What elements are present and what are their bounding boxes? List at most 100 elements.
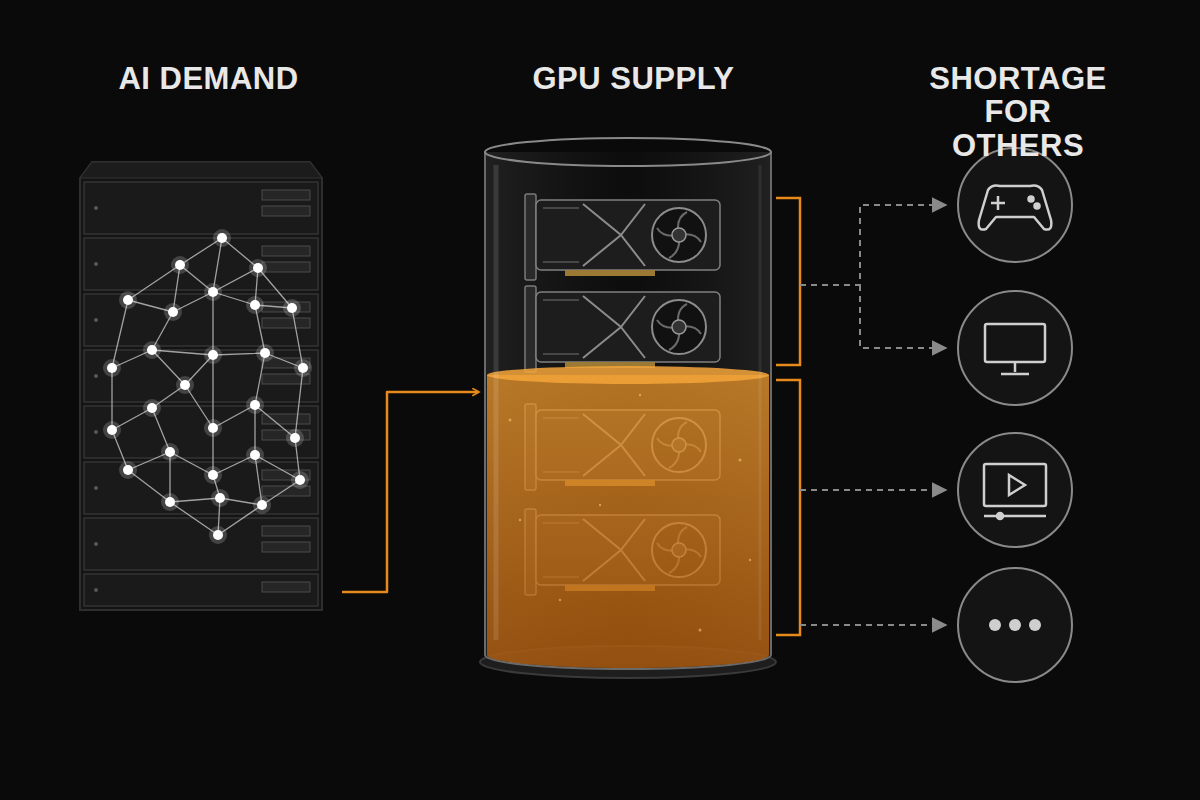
server-rack-illustration: [262, 414, 310, 424]
gpu-cylinder-illustration: [509, 394, 752, 632]
gpu-cylinder-illustration: [480, 138, 776, 678]
gpu-cylinder-illustration: [487, 375, 769, 668]
server-rack-illustration: [94, 318, 98, 322]
dashed-arrow: [860, 285, 946, 348]
video-icon: [1009, 475, 1025, 495]
server-rack-illustration: [112, 238, 303, 535]
dashed-arrow: [800, 489, 946, 491]
icon-circle: [958, 433, 1072, 547]
server-rack-illustration: [143, 399, 161, 417]
server-rack-illustration: [164, 303, 182, 321]
bracket: [776, 198, 800, 635]
gamepad-icon: [1029, 197, 1034, 202]
icon-circle: [958, 148, 1072, 682]
more-icon: [1009, 619, 1021, 631]
server-rack-illustration: [84, 182, 318, 606]
server-rack-illustration: [208, 350, 218, 360]
icon-circle: [958, 568, 1072, 682]
server-rack-illustration: [262, 526, 310, 536]
column-heading: GPU SUPPLY: [480, 62, 787, 95]
server-rack-illustration: [168, 307, 178, 317]
server-rack-illustration: [286, 429, 304, 447]
server-rack-illustration: [94, 588, 98, 592]
gamepad-icon: [991, 196, 1005, 210]
server-rack-illustration: [80, 162, 322, 610]
server-rack-illustration: [165, 447, 175, 457]
gpu-cylinder-illustration: [485, 138, 771, 166]
gpu-cylinder-illustration: [639, 394, 641, 396]
server-rack-illustration: [262, 206, 310, 216]
server-rack-illustration: [262, 190, 310, 200]
gamepad-icon: [979, 186, 1052, 230]
gpu-cylinder-illustration: [739, 459, 742, 462]
server-rack-illustration: [94, 430, 98, 434]
server-rack-illustration: [217, 233, 227, 243]
server-rack-illustration: [204, 419, 222, 437]
server-rack-illustration: [84, 518, 318, 570]
server-rack-illustration: [249, 259, 267, 277]
gpu-cylinder-illustration: [509, 419, 512, 422]
server-rack-illustration: [295, 475, 305, 485]
monitor-icon: [985, 324, 1045, 362]
gpu-cylinder-illustration: [599, 504, 601, 506]
more-icon: [989, 619, 1001, 631]
gpu-cylinder-illustration: [485, 152, 771, 669]
server-rack-illustration: [171, 256, 189, 274]
gpu-cylinder-illustration: [559, 599, 561, 601]
server-rack-illustration: [209, 526, 227, 544]
server-rack-illustration: [84, 182, 318, 234]
gpu-card: [525, 286, 720, 372]
server-rack-illustration: [260, 348, 270, 358]
gpu-cylinder-illustration: [494, 165, 499, 640]
server-rack-illustration: [103, 421, 121, 439]
gpu-cylinder: GPU SUPPLY: [480, 62, 787, 672]
server-rack-illustration: [213, 530, 223, 540]
server-rack-illustration: [253, 496, 271, 514]
server-rack-illustration: [123, 465, 133, 475]
server-rack-illustration: [262, 246, 310, 256]
dashed-arrow: [800, 205, 946, 285]
server-rack-illustration: [283, 299, 301, 317]
server-rack-illustration: [262, 582, 310, 592]
server-rack-illustration: [84, 406, 318, 458]
server-rack-illustration: [165, 497, 175, 507]
server-rack-illustration: [143, 341, 161, 359]
more-icon: [1029, 619, 1041, 631]
video-icon: [984, 464, 1046, 506]
gpu-cylinder-illustration: [759, 165, 762, 640]
gpu-card: [525, 194, 720, 280]
flow-arrow: [342, 392, 479, 592]
server-rack: AI DEMAND: [75, 62, 342, 617]
video-icon: [984, 464, 1046, 519]
server-rack-illustration: [161, 443, 179, 461]
server-rack-illustration: [262, 318, 310, 328]
server-rack-illustration: [147, 403, 157, 413]
server-rack-illustration: [107, 363, 117, 373]
server-rack-illustration: [257, 500, 267, 510]
server-rack-illustration: [208, 423, 218, 433]
server-rack-illustration: [250, 300, 260, 310]
server-rack-illustration: [208, 287, 218, 297]
server-rack-illustration: [291, 471, 309, 489]
server-rack-illustration: [213, 229, 231, 247]
server-rack-illustration: [175, 260, 185, 270]
server-rack-illustration: [147, 345, 157, 355]
server-rack-illustration: [298, 363, 308, 373]
gpu-cylinder-illustration: [487, 366, 769, 384]
server-rack-illustration: [94, 206, 98, 592]
server-rack-illustration: [211, 489, 229, 507]
server-rack-illustration: [84, 350, 318, 402]
server-rack-illustration: [103, 359, 121, 377]
more-icon: [989, 619, 1041, 631]
monitor-icon: [985, 324, 1045, 374]
server-rack-illustration: [250, 400, 260, 410]
server-rack-illustration: [246, 296, 264, 314]
server-rack-illustration: [262, 262, 310, 272]
server-rack-illustration: [246, 396, 264, 414]
gpu-cylinder-illustration: [519, 519, 521, 521]
server-rack-illustration: [253, 263, 263, 273]
server-rack-illustration: [215, 493, 225, 503]
server-rack-illustration: [123, 295, 133, 305]
server-rack-illustration: [94, 486, 98, 490]
server-rack-illustration: [80, 162, 322, 610]
